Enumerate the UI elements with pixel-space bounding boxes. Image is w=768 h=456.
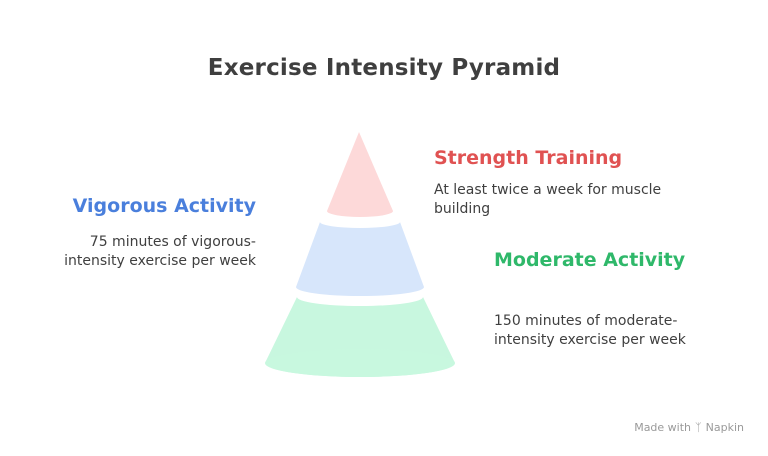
pyramid-tier-strength	[327, 132, 393, 217]
napkin-logo-icon: ᛉ	[695, 421, 702, 434]
diagram-title: Exercise Intensity Pyramid	[207, 55, 561, 81]
moderate-description: 150 minutes of moderate-intensity exerci…	[494, 313, 686, 348]
strength-description: At least twice a week for muscle buildin…	[434, 182, 662, 217]
vigorous-heading: Vigorous Activity	[72, 195, 256, 217]
moderate-heading: Moderate Activity	[494, 249, 686, 271]
pyramid-tier-vigorous	[296, 222, 424, 296]
made-with-label: Made with	[634, 421, 692, 434]
vigorous-description: 75 minutes of vigorous-intensity exercis…	[64, 234, 256, 269]
strength-heading: Strength Training	[434, 147, 623, 169]
pyramid-tier-moderate-base	[265, 349, 455, 377]
napkin-brand: Napkin	[705, 421, 744, 434]
watermark: Made with ᛉ Napkin	[634, 421, 744, 434]
